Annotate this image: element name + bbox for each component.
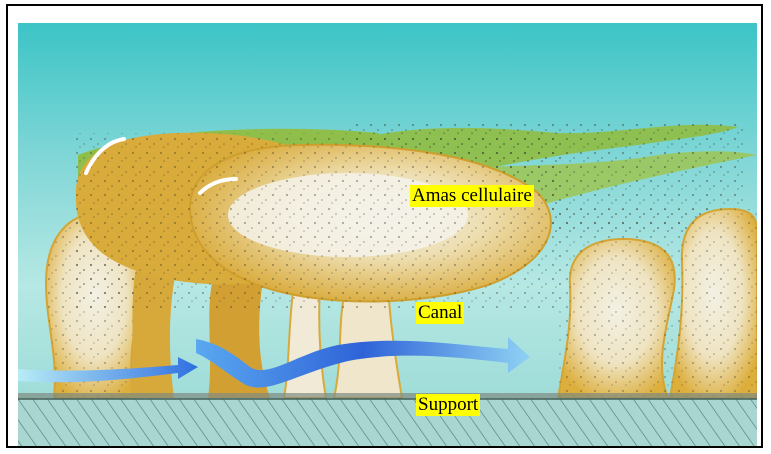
biofilm-illustration xyxy=(18,23,757,446)
diagram-frame: Amas cellulaire Canal Support xyxy=(6,4,763,448)
support-substrate xyxy=(18,393,757,446)
label-canal: Canal xyxy=(416,302,464,324)
label-support: Support xyxy=(416,394,480,416)
label-amas-cellulaire: Amas cellulaire xyxy=(410,185,534,207)
right-pillars xyxy=(558,209,757,399)
